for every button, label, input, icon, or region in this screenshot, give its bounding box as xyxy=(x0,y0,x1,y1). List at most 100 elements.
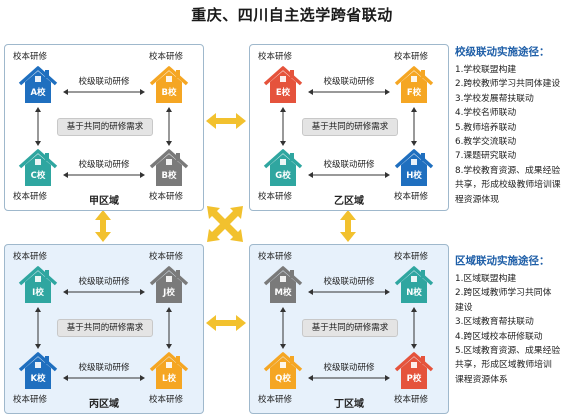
list-item: 4.学校名师联动 xyxy=(455,108,517,119)
school-house-icon: L校 xyxy=(149,351,189,391)
school-name: E校 xyxy=(275,88,291,98)
school-link-arrow-bottom: 校级联动研修 xyxy=(308,160,390,180)
school-house-icon: G校 xyxy=(263,148,303,188)
school-research-label: 校本研修 xyxy=(394,395,429,405)
school-name: Q校 xyxy=(275,374,291,384)
school-name: M校 xyxy=(274,288,292,298)
school-name: J校 xyxy=(163,288,175,298)
school-link-arrow-top: 校级联动研修 xyxy=(63,277,145,297)
region-name: 丁区域 xyxy=(334,399,364,410)
school-house-icon: C校 xyxy=(18,148,58,188)
list-item: 6.教学交流联动 xyxy=(455,137,517,148)
region-level-list: 1.区域联盟构建 2.跨区域教师学习共同体 建设 3.区域教育帮扶联动 4.跨区… xyxy=(455,272,581,387)
school-level-heading: 校级联动实施途径： xyxy=(455,46,550,58)
school-house-icon: B校 xyxy=(149,65,189,105)
school-link-label: 校级联动研修 xyxy=(78,77,130,87)
school-link-arrow-right xyxy=(164,307,174,349)
school-house-icon: Q校 xyxy=(263,351,303,391)
school-name: F校 xyxy=(406,88,422,98)
school-name: C校 xyxy=(30,171,46,181)
school-link-arrow-bottom: 校级联动研修 xyxy=(308,363,390,383)
school-house-icon: B校 xyxy=(149,148,189,188)
school-link-arrow-left xyxy=(33,307,43,349)
school-house-icon: M校 xyxy=(263,265,303,305)
school-link-label: 校级联动研修 xyxy=(323,160,375,170)
region-name: 丙区域 xyxy=(89,399,119,410)
school-link-arrow-top: 校级联动研修 xyxy=(308,277,390,297)
school-research-label: 校本研修 xyxy=(13,395,48,405)
shared-research-need: 基于共同的研修需求 xyxy=(302,319,398,337)
school-link-label: 校级联动研修 xyxy=(78,277,130,287)
school-research-label: 校本研修 xyxy=(258,192,293,202)
region-level-heading: 区域联动实施途径： xyxy=(455,255,550,267)
school-house-icon: J校 xyxy=(149,265,189,305)
school-level-panel: 校级联动实施途径： 1.学校联盟构建 2.跨校教师学习共同体建设 3.学校发展帮… xyxy=(455,44,581,207)
diagram-title: 重庆、四川自主选学跨省联动 xyxy=(191,6,393,24)
list-item: 1.区域联盟构建 xyxy=(455,274,517,284)
school-name: I校 xyxy=(32,288,44,298)
list-item: 2.跨校教师学习共同体建设 xyxy=(455,79,561,90)
school-research-label: 校本研修 xyxy=(258,252,293,262)
school-link-arrow-top: 校级联动研修 xyxy=(63,77,145,97)
school-house-icon: N校 xyxy=(394,265,434,305)
school-name: P校 xyxy=(406,374,422,384)
school-research-label: 校本研修 xyxy=(258,395,293,405)
list-item: 5.区域教育资源、成果经验 xyxy=(455,346,561,357)
list-item: 共享，形成校级教师培训课 xyxy=(455,180,561,191)
school-link-arrow-right xyxy=(164,107,174,146)
school-link-arrow-left xyxy=(33,107,43,146)
school-name: K校 xyxy=(30,374,46,384)
school-house-icon: A校 xyxy=(18,65,58,105)
school-research-label: 校本研修 xyxy=(149,192,184,202)
school-link-arrow-left xyxy=(278,307,288,349)
school-name: B校 xyxy=(161,171,177,181)
school-research-label: 校本研修 xyxy=(394,252,429,262)
arrow-top-horizontal xyxy=(206,113,246,129)
school-name: L校 xyxy=(162,374,176,384)
list-item: 7.课题研究联动 xyxy=(455,151,517,162)
school-research-label: 校本研修 xyxy=(149,52,184,62)
list-item: 课程资源体系 xyxy=(455,374,508,385)
school-house-icon: H校 xyxy=(394,148,434,188)
arrow-bottom-horizontal xyxy=(206,315,246,331)
region-name: 乙区域 xyxy=(334,196,364,207)
school-name: G校 xyxy=(275,171,291,181)
list-item: 4.跨区域校本研修联动 xyxy=(455,331,543,342)
list-item: 3.区域教育帮扶联动 xyxy=(455,317,534,328)
shared-research-need: 基于共同的研修需求 xyxy=(302,117,398,136)
school-link-label: 校级联动研修 xyxy=(78,160,130,170)
school-name: B校 xyxy=(161,88,177,98)
school-house-icon: K校 xyxy=(18,351,58,391)
school-name: A校 xyxy=(30,88,46,98)
school-name: N校 xyxy=(406,288,422,298)
school-link-arrow-bottom: 校级联动研修 xyxy=(63,160,145,180)
school-link-arrow-left xyxy=(278,107,288,146)
school-link-arrow-bottom: 校级联动研修 xyxy=(63,363,145,383)
school-research-label: 校本研修 xyxy=(149,252,184,262)
list-item: 3.学校发展帮扶联动 xyxy=(455,93,534,104)
school-link-label: 校级联动研修 xyxy=(323,77,375,87)
school-level-list: 1.学校联盟构建 2.跨校教师学习共同体建设 3.学校发展帮扶联动 4.学校名师… xyxy=(455,63,581,207)
school-research-label: 校本研修 xyxy=(149,395,184,405)
school-research-label: 校本研修 xyxy=(258,52,293,62)
list-item: 2.跨区域教师学习共同体 xyxy=(455,288,552,299)
school-research-label: 校本研修 xyxy=(13,192,48,202)
school-name: H校 xyxy=(406,171,422,181)
region-name: 甲区域 xyxy=(89,196,119,207)
list-item: 5.教师培养联动 xyxy=(455,122,517,133)
arrow-left-vertical xyxy=(95,210,111,242)
school-research-label: 校本研修 xyxy=(394,192,429,202)
school-link-arrow-right xyxy=(409,307,419,349)
arrow-right-vertical xyxy=(340,210,356,242)
list-item: 程资源体现 xyxy=(455,194,499,205)
school-research-label: 校本研修 xyxy=(394,52,429,62)
list-item: 共享，形成区域教师培训 xyxy=(455,360,552,371)
school-house-icon: E校 xyxy=(263,65,303,105)
list-item: 1.学校联盟构建 xyxy=(455,65,517,75)
school-research-label: 校本研修 xyxy=(13,52,48,62)
school-link-label: 校级联动研修 xyxy=(78,363,130,373)
